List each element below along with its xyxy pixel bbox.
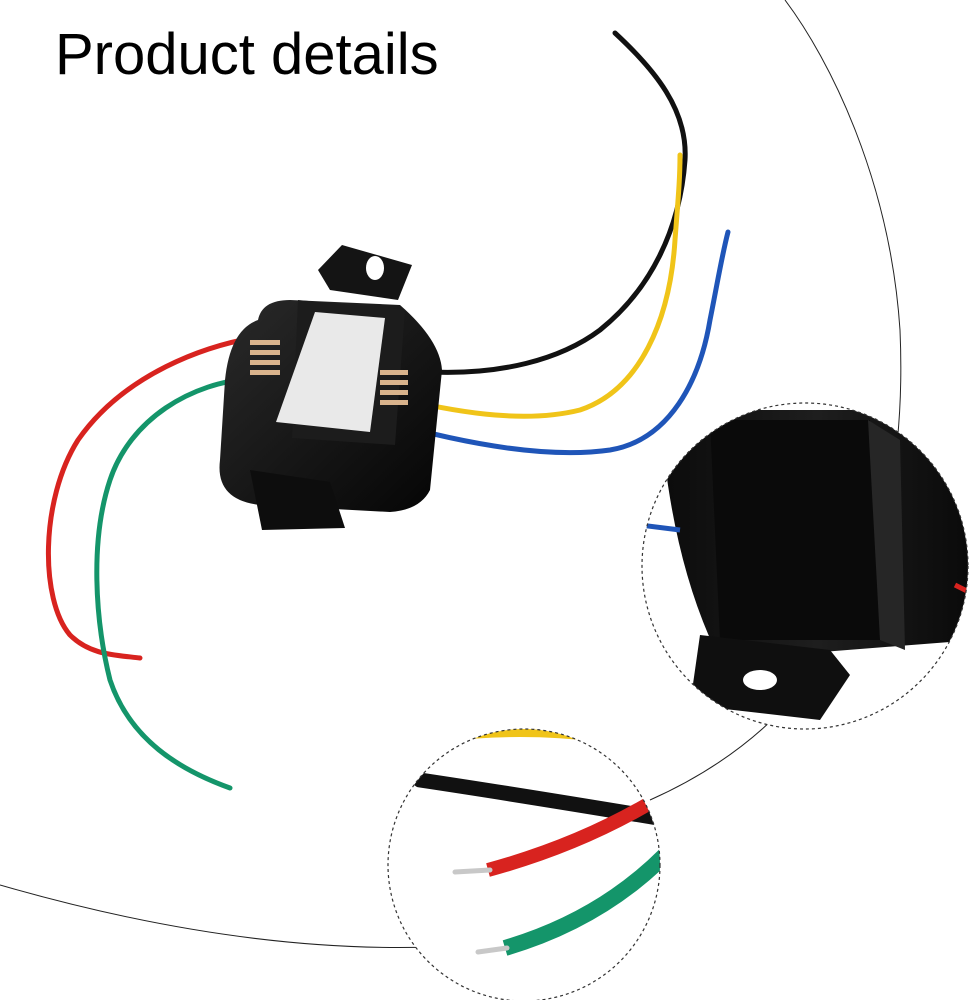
yellow-wire xyxy=(392,152,683,419)
blue-wire xyxy=(377,229,731,456)
page-title: Product details xyxy=(55,22,439,87)
label-plate xyxy=(276,312,385,432)
red-wire xyxy=(45,330,293,661)
zoom-bracket-detail xyxy=(641,402,969,730)
zoom-wire-ends-detail xyxy=(387,728,661,1000)
left-windings xyxy=(250,340,280,375)
black-wire xyxy=(427,30,688,375)
transformer-body xyxy=(219,245,442,530)
right-windings xyxy=(380,370,408,405)
green-wire xyxy=(94,375,258,791)
